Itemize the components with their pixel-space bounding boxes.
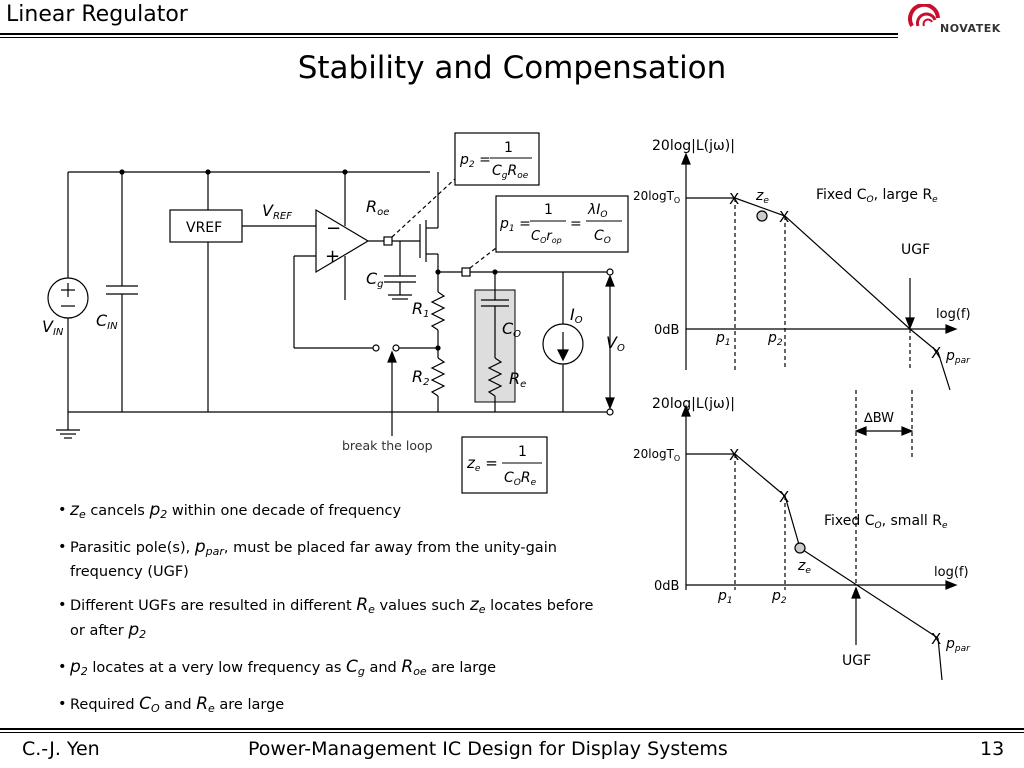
svg-text:CIN: CIN [96,311,118,332]
footer-author: C.-J. Yen [22,738,100,760]
bullet-4: p2 locates at a very low frequency as Cg… [58,657,598,682]
svg-text:20log|L(jω)|: 20log|L(jω)| [652,396,735,412]
svg-text:CORe: CORe [504,470,537,488]
c-in-label: C [96,311,108,330]
r-e-label: R [509,369,520,388]
bullet-list: ze cancels p2 within one decade of frequ… [58,500,598,731]
svg-text:ppar: ppar [945,348,971,366]
svg-text:∆BW: ∆BW [863,411,894,426]
r1-label: R [412,299,423,318]
svg-text:0dB: 0dB [654,579,679,594]
svg-text:VO: VO [606,333,625,354]
svg-text:−: − [326,218,341,239]
v-o-label: V [606,333,618,352]
svg-text:p2 =: p2 = [459,152,491,170]
svg-text:X: X [729,446,739,464]
svg-text:UGF: UGF [901,242,930,258]
svg-text:X: X [729,190,739,208]
svg-text:1: 1 [518,444,527,460]
svg-text:X: X [931,344,941,362]
svg-text:ze: ze [755,188,769,206]
logo-text: NOVATEK [940,22,1001,35]
bullet-2: Parasitic pole(s), ppar, must be placed … [58,537,598,583]
svg-text:p1: p1 [717,588,733,606]
svg-text:R1: R1 [412,299,430,320]
svg-text:X: X [931,630,941,648]
svg-text:log(f): log(f) [936,307,971,322]
regulator-schematic: VREF VREF Roe Cg R1 R2 CO Re IO VO VIN C… [42,132,629,494]
r-oe-label: R [366,197,377,216]
svg-text:X: X [779,208,789,226]
c-o-label: C [502,319,514,338]
svg-text:CO: CO [502,319,521,340]
svg-text:Cg: Cg [366,269,384,290]
break-loop-label: break the loop [342,438,433,453]
svg-text:UGF: UGF [842,653,871,669]
svg-text:Roe: Roe [366,197,389,218]
svg-text:λIO: λIO [587,202,608,220]
svg-text:Fixed CO, small Re: Fixed CO, small Re [824,513,948,531]
header-divider [0,33,898,35]
c-g-label: C [366,269,378,288]
svg-text:1: 1 [544,202,553,218]
bode-plots: X X X X X X 20log|L(jω)| 20logTO 0dB log… [633,138,971,681]
svg-text:IO: IO [570,305,583,326]
svg-text:ze: ze [797,558,811,576]
top-ylabel: 20log|L(jω)| [652,138,735,154]
svg-text:CO: CO [594,228,611,246]
r2-label: R [412,367,423,386]
footer-course: Power-Management IC Design for Display S… [248,738,728,760]
v-in-label: V [42,317,54,336]
i-o-label: I [570,305,575,324]
svg-text:20logTO: 20logTO [633,447,680,463]
footer-divider-thin [0,732,1024,733]
svg-text:ze =: ze = [466,454,498,474]
svg-text:=: = [570,216,582,232]
svg-text:p1 =: p1 = [499,216,531,234]
svg-text:COrop: COrop [531,229,562,245]
svg-text:20logTO: 20logTO [633,189,680,205]
svg-text:log(f): log(f) [934,565,969,580]
svg-text:+: + [325,246,340,267]
v-ref-label: V [262,201,274,220]
svg-text:X: X [779,488,789,506]
svg-text:0dB: 0dB [654,323,679,338]
header-title: Linear Regulator [6,2,188,27]
bullet-5: Required CO and Re are large [58,694,598,719]
svg-text:20log|L(jω)|: 20log|L(jω)| [652,138,735,154]
svg-text:CgRoe: CgRoe [492,163,529,181]
novatek-logo [908,4,940,28]
vref-label: VREF [186,220,222,236]
svg-text:1: 1 [504,140,513,156]
footer-page-number: 13 [980,738,1005,760]
svg-text:VREF: VREF [262,201,292,222]
svg-text:p2: p2 [767,330,783,348]
slide-title: Stability and Compensation [297,50,727,86]
svg-text:Fixed CO, large Re: Fixed CO, large Re [816,187,938,205]
bullet-1: ze cancels p2 within one decade of frequ… [58,500,598,525]
svg-text:p2: p2 [771,588,787,606]
svg-text:VIN: VIN [42,317,64,338]
svg-text:R2: R2 [412,367,430,388]
svg-text:Re: Re [509,369,526,390]
svg-text:ppar: ppar [945,636,971,654]
footer-divider [0,728,1024,730]
bullet-3: Different UGFs are resulted in different… [58,595,598,645]
header-divider-thin [0,37,898,38]
svg-text:p1: p1 [715,330,731,348]
